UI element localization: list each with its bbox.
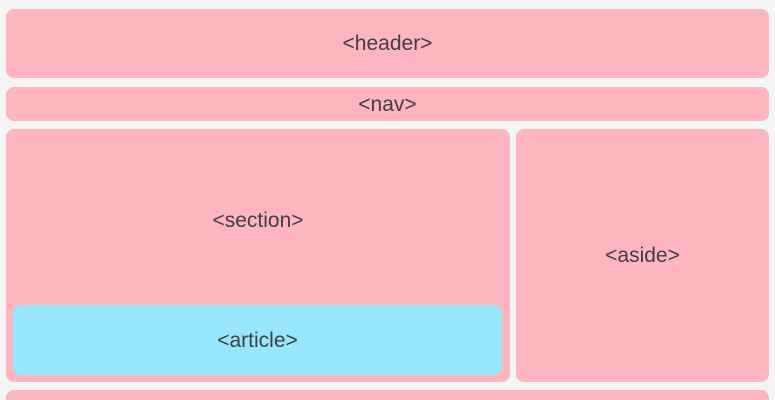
article-block: <article> bbox=[13, 305, 502, 375]
article-label: <article> bbox=[217, 328, 298, 352]
section-label: <section> bbox=[212, 209, 304, 232]
header-label: <header> bbox=[342, 32, 433, 55]
aside-block: <aside> bbox=[516, 129, 769, 382]
aside-label: <aside> bbox=[605, 244, 680, 267]
nav-block: <nav> bbox=[6, 87, 769, 121]
nav-label: <nav> bbox=[358, 92, 417, 116]
footer-block bbox=[6, 390, 769, 400]
header-block: <header> bbox=[6, 9, 769, 78]
